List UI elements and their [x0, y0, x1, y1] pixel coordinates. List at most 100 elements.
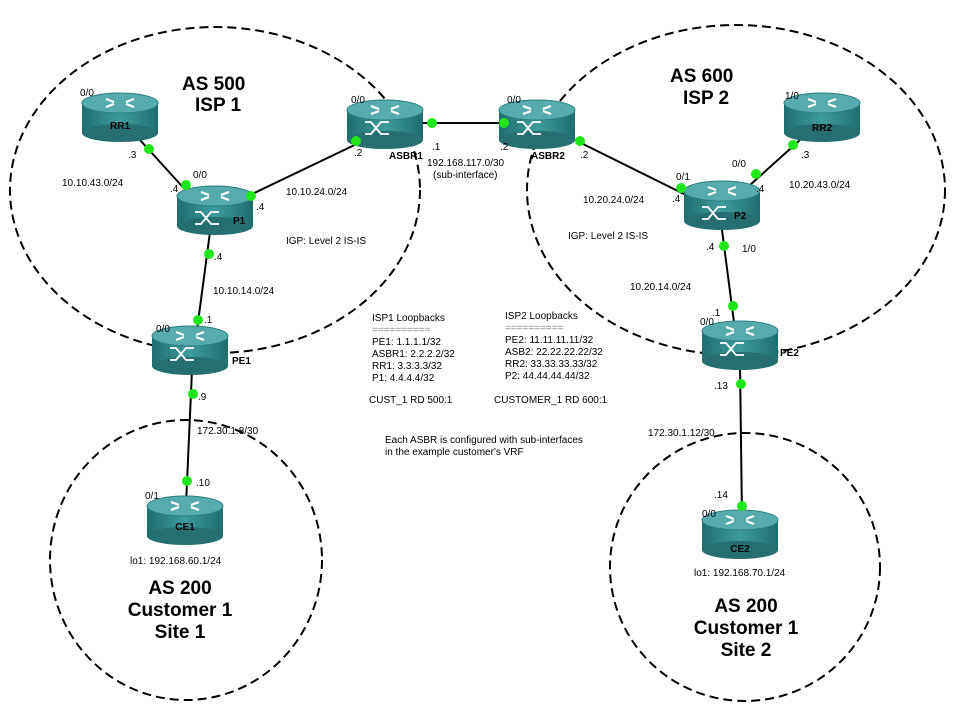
note-line: ASB2: 22.22.22.22/32 — [505, 347, 603, 358]
zone-site2 — [609, 432, 881, 702]
note-line: ========== — [372, 325, 431, 336]
ip-label: .4 — [214, 252, 223, 263]
site2-name: Site 2 — [721, 640, 772, 661]
ip-label: .2 — [500, 142, 509, 153]
site1-as: AS 200 — [148, 578, 211, 599]
ip-label: .4 — [170, 184, 179, 195]
loopback-label: lo1: 192.168.70.1/24 — [694, 568, 786, 579]
isp1-as: AS 500 — [182, 74, 245, 95]
interface-dot — [736, 379, 746, 389]
interface-dot — [204, 249, 214, 259]
interface-dot — [719, 241, 729, 251]
site1-customer: Customer 1 — [128, 600, 233, 621]
port-label: 0/0 — [351, 95, 365, 106]
subnet-label: 172.30.1.8/30 — [197, 426, 259, 437]
ip-label: .13 — [714, 381, 728, 392]
igp-label-isp1: IGP: Level 2 IS-IS — [286, 236, 366, 247]
note-line: ISP1 Loopbacks — [372, 313, 445, 324]
port-label: 1/0 — [785, 91, 799, 102]
zone-isp1 — [9, 26, 421, 354]
ip-label: .3 — [128, 150, 137, 161]
subnet-label: 192.168.117.0/30 — [427, 158, 505, 169]
interface-dots — [144, 118, 798, 511]
router-asbr1[interactable]: ASBR1 0/0 — [345, 95, 425, 162]
link-asbr2-p2[interactable] — [574, 139, 691, 198]
router-p1[interactable]: P1 — [175, 184, 255, 237]
ip-label: .4 — [672, 194, 681, 205]
router-name: CE2 — [730, 544, 750, 555]
interface-dot — [751, 169, 761, 179]
interface-dot — [427, 118, 437, 128]
igp-label-isp2: IGP: Level 2 IS-IS — [568, 231, 648, 242]
isp2-as: AS 600 — [670, 66, 733, 87]
note-line: ISP2 Loopbacks — [505, 311, 578, 322]
link-p1-asbr1[interactable] — [249, 139, 366, 196]
interface-dot — [676, 183, 686, 193]
note-line: PE2: 11.11.11.11/32 — [505, 335, 594, 346]
asbr-note: Each ASBR is configured with sub-interfa… — [385, 435, 583, 446]
port-label: 0/0 — [80, 88, 94, 99]
port-label: 0/0 — [193, 170, 207, 181]
interface-dot — [181, 180, 191, 190]
ip-label: .2 — [354, 148, 363, 159]
subnet-note: (sub-interface) — [433, 170, 497, 181]
router-name: PE2 — [780, 348, 799, 359]
isp2-loopbacks: ISP2 Loopbacks ========== PE2: 11.11.11.… — [494, 311, 608, 406]
port-label: 0/0 — [732, 159, 746, 170]
link-pe2-ce2[interactable] — [739, 364, 743, 519]
interface-dot — [182, 476, 192, 486]
port-label: 1/0 — [742, 244, 756, 255]
port-label: 0/0 — [507, 95, 521, 106]
router-ce2[interactable]: CE2 0/0 — [700, 508, 780, 561]
subnet-label: 10.10.24.0/24 — [286, 187, 348, 198]
ip-label: .1 — [432, 142, 441, 153]
subnet-label: 10.10.43.0/24 — [62, 178, 124, 189]
subnet-label: 10.10.14.0/24 — [213, 286, 275, 297]
rd-label: CUST_1 RD 500:1 — [369, 395, 453, 406]
subnet-label: 10.20.24.0/24 — [583, 195, 645, 206]
ip-label: .9 — [198, 392, 207, 403]
router-name: P2 — [734, 211, 747, 222]
isp1-loopbacks: ISP1 Loopbacks ========== PE1: 1.1.1.1/3… — [369, 313, 455, 406]
interface-dot — [728, 301, 738, 311]
interface-dot — [737, 501, 747, 511]
router-rr1[interactable]: RR1 0/0 — [80, 88, 160, 144]
note-line: ========== — [505, 323, 564, 334]
subnet-label: 172.30.1.12/30 — [648, 428, 715, 439]
ip-label: .10 — [196, 478, 210, 489]
site2-as: AS 200 — [714, 596, 777, 617]
subnet-label: 10.20.43.0/24 — [789, 180, 851, 191]
router-name: ASBR2 — [531, 151, 565, 162]
ip-label: .1 — [712, 308, 721, 319]
router-name: ASBR1 — [389, 151, 423, 162]
loopback-label: lo1: 192.168.60.1/24 — [130, 556, 222, 567]
router-asbr2[interactable]: ASBR2 0/0 — [497, 95, 577, 162]
ip-label: .4 — [756, 184, 765, 195]
interface-dot — [788, 140, 798, 150]
note-line: RR1: 3.3.3.3/32 — [372, 361, 442, 372]
port-label: 0/1 — [676, 172, 690, 183]
ip-label: .1 — [204, 315, 213, 326]
interface-dot — [144, 144, 154, 154]
note-line: P2: 44.44.44.44/32 — [505, 371, 590, 382]
note-line: P1: 4.4.4.4/32 — [372, 373, 435, 384]
subnet-label: 10.20.14.0/24 — [630, 282, 692, 293]
router-p2[interactable]: P2 — [682, 179, 762, 232]
router-name: P1 — [233, 216, 246, 227]
port-label: 0/0 — [156, 324, 170, 335]
ip-label: .4 — [706, 242, 715, 253]
isp1-name: ISP 1 — [195, 95, 242, 116]
port-label: 0/0 — [702, 509, 716, 520]
interface-dot — [351, 136, 361, 146]
note-line: RR2: 33.33.33.33/32 — [505, 359, 598, 370]
router-name: RR1 — [110, 121, 130, 132]
interface-dot — [193, 315, 203, 325]
rd-label: CUSTOMER_1 RD 600:1 — [494, 395, 608, 406]
router-name: CE1 — [175, 522, 195, 533]
asbr-note: in the example customer's VRF — [385, 447, 524, 458]
